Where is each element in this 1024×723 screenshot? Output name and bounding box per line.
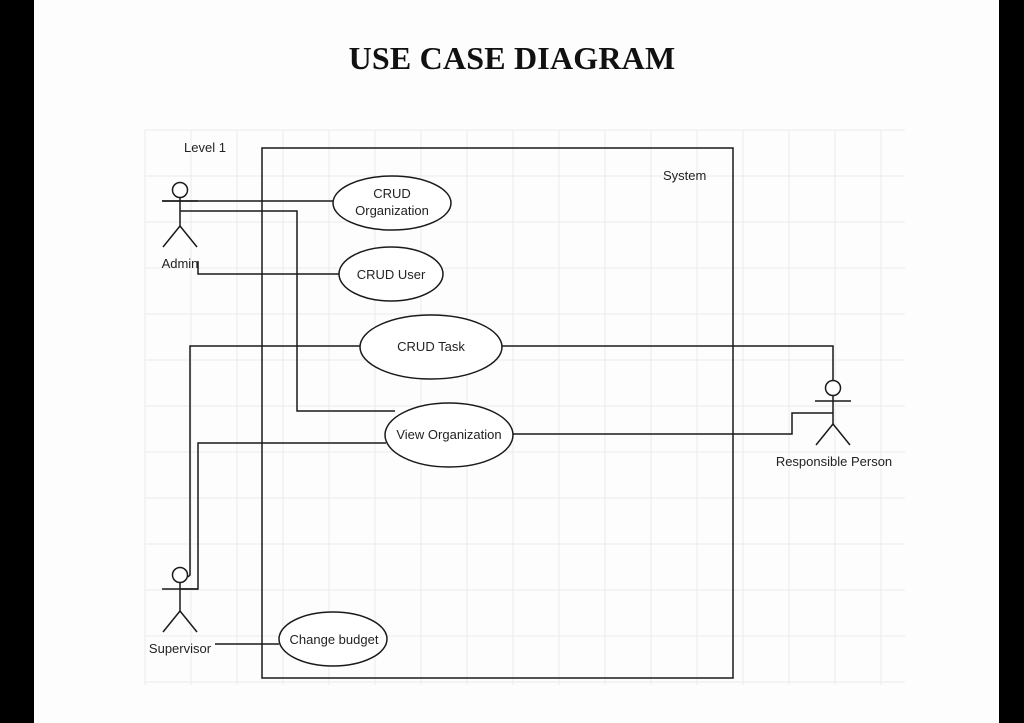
actor-admin[interactable]: Admin [162,181,199,272]
use-case-view-organization[interactable]: View Organization [384,402,514,468]
association-responsible-view-organization[interactable] [513,412,833,435]
background-grid [144,129,905,685]
stick-figure-icon [815,379,851,446]
actor-supervisor[interactable]: Supervisor [149,566,212,657]
association-admin-view-organization[interactable] [180,210,395,412]
use-case-label: CRUD User [357,267,426,282]
stick-figure-icon [162,566,198,633]
level-label: Level 1 [184,140,226,155]
use-case-crud-task[interactable]: CRUD Task [359,314,503,380]
actor-label: Responsible Person [776,454,892,469]
use-case-label: CRUD Task [397,339,465,354]
association-responsible-crud-task[interactable] [501,345,834,381]
use-case-label: View Organization [396,427,501,442]
use-case-label: Change budget [290,632,379,647]
actor-label: Admin [162,256,199,271]
system-boundary[interactable] [261,147,734,679]
association-admin-crud-user[interactable] [197,261,339,275]
actor-responsible-person[interactable]: Responsible Person [776,379,892,470]
page-background [34,0,999,723]
association-supervisor-crud-task[interactable] [187,345,360,578]
actor-label: Supervisor [149,641,212,656]
use-case-label: Organization [355,203,429,218]
use-case-crud-organization[interactable]: CRUD Organization [332,175,452,231]
use-case-crud-user[interactable]: CRUD User [338,246,444,302]
stick-figure-icon [162,181,198,248]
use-case-label: CRUD [373,186,411,201]
page-title: USE CASE DIAGRAM [348,40,676,76]
use-case-change-budget[interactable]: Change budget [278,611,388,667]
system-label: System [663,168,706,183]
